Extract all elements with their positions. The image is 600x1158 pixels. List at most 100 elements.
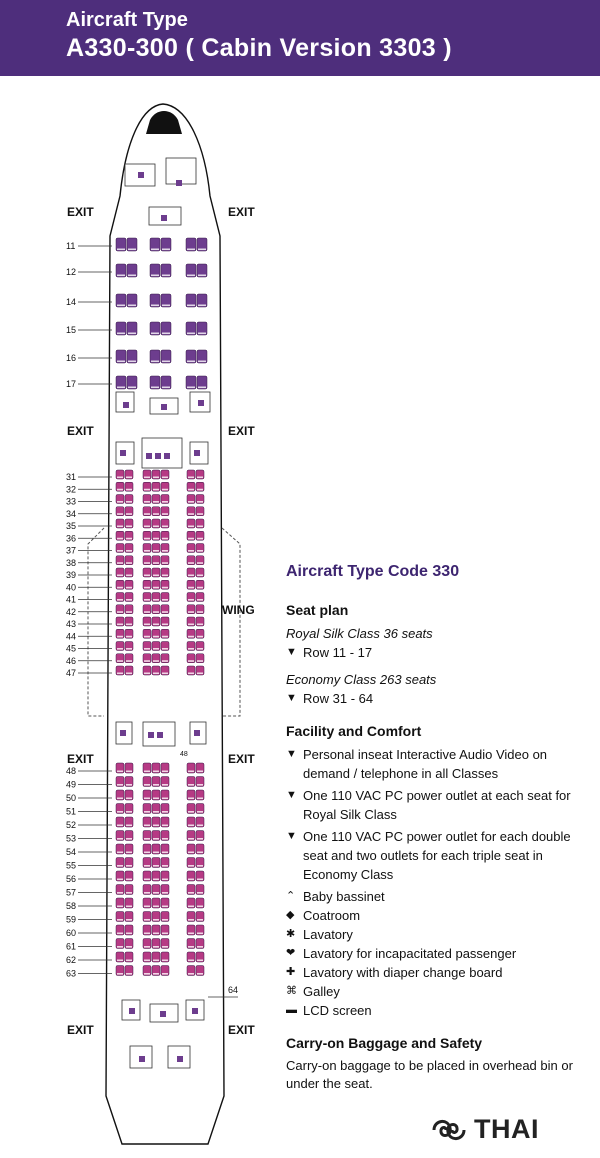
lavatory-icon bbox=[120, 730, 126, 736]
seat-cushion bbox=[117, 501, 123, 503]
row-64-label: 64 bbox=[228, 985, 238, 995]
seat-cushion bbox=[144, 851, 150, 854]
seat bbox=[149, 263, 161, 278]
legend-item-text: Personal inseat Interactive Audio Video … bbox=[303, 747, 548, 781]
seat-cushion bbox=[162, 648, 168, 650]
seat-cushion bbox=[126, 959, 132, 962]
seat-cushion bbox=[153, 537, 159, 540]
seat-cushion bbox=[162, 537, 168, 540]
seat-cushion bbox=[144, 599, 150, 601]
seat-cushion bbox=[153, 973, 159, 975]
seat-cushion bbox=[128, 386, 136, 389]
seat-cushion bbox=[188, 635, 194, 638]
seat-cushion bbox=[126, 635, 132, 638]
seat-cushion bbox=[126, 611, 132, 613]
seat-cushion bbox=[117, 672, 123, 675]
seat-cushion bbox=[162, 248, 170, 251]
seat-cushion bbox=[144, 905, 150, 908]
seat-cushion bbox=[144, 892, 150, 894]
row-number-label: 42 bbox=[66, 607, 76, 617]
seat-cushion bbox=[162, 770, 168, 773]
seat-cushion bbox=[198, 332, 206, 335]
seat-cushion bbox=[126, 488, 132, 491]
seat-cushion bbox=[144, 660, 150, 662]
seat-cushion bbox=[197, 811, 203, 813]
seat-cushion bbox=[197, 476, 203, 479]
exit-label: EXIT bbox=[67, 1023, 94, 1037]
seat-cushion bbox=[153, 784, 159, 786]
seat-cushion bbox=[117, 878, 123, 881]
row-number-label: 38 bbox=[66, 558, 76, 568]
seat-cushion bbox=[144, 797, 150, 800]
seat bbox=[126, 321, 138, 336]
seat-cushion bbox=[188, 611, 194, 613]
legend-item-text: One 110 VAC PC power outlet for each dou… bbox=[303, 829, 571, 882]
seat-cushion bbox=[153, 905, 159, 908]
seat-cushion bbox=[188, 562, 194, 564]
legend-item: ▼Personal inseat Interactive Audio Video… bbox=[286, 745, 586, 783]
seat-cushion bbox=[197, 501, 203, 503]
seat-cushion bbox=[162, 959, 168, 962]
seat-cushion bbox=[162, 599, 168, 601]
seat-cushion bbox=[117, 599, 123, 601]
row-number-label: 44 bbox=[66, 631, 76, 641]
seat-cushion bbox=[153, 648, 159, 650]
baby-bassinet-icon: ⌃ bbox=[286, 890, 296, 902]
seat-cushion bbox=[117, 513, 123, 515]
legend-panel: Aircraft Type Code 330 Seat plan Royal S… bbox=[286, 562, 586, 1093]
row-number-label: 14 bbox=[66, 297, 76, 307]
seat-cushion bbox=[153, 672, 159, 675]
seat-cushion bbox=[117, 919, 123, 921]
aircraft-type-label: Aircraft Type bbox=[66, 9, 188, 31]
seat-cushion bbox=[153, 635, 159, 638]
lavatory-diaper-icon: ✚ bbox=[286, 966, 296, 978]
legend-item-text: One 110 VAC PC power outlet at each seat… bbox=[303, 788, 571, 822]
seat-cushion bbox=[144, 932, 150, 935]
carry-on-text: Carry-on baggage to be placed in overhea… bbox=[286, 1058, 573, 1091]
seat-cushion bbox=[117, 932, 123, 935]
seat bbox=[149, 349, 161, 364]
galley-icon bbox=[161, 215, 167, 221]
seat-cushion bbox=[144, 973, 150, 975]
row-number-label: 55 bbox=[66, 861, 76, 871]
seat-cushion bbox=[144, 648, 150, 650]
seat-cushion bbox=[153, 892, 159, 894]
seat-cushion bbox=[188, 501, 194, 503]
wing-label: WING bbox=[222, 603, 255, 617]
seat-cushion bbox=[197, 878, 203, 881]
seat bbox=[126, 375, 138, 390]
seat bbox=[126, 293, 138, 308]
seat-cushion bbox=[126, 660, 132, 662]
seat-cushion bbox=[117, 946, 123, 948]
row-number-label: 48 bbox=[66, 766, 76, 776]
seat-cushion bbox=[162, 476, 168, 479]
seat-cushion bbox=[117, 838, 123, 840]
seat bbox=[160, 237, 172, 252]
seat-cushion bbox=[197, 574, 203, 577]
seat-cushion bbox=[197, 851, 203, 854]
seat bbox=[115, 263, 127, 278]
seat-cushion bbox=[126, 599, 132, 601]
seat-cushion bbox=[188, 770, 194, 773]
lavatory-icon bbox=[194, 730, 200, 736]
seat-cushion bbox=[117, 648, 123, 650]
seat bbox=[196, 375, 208, 390]
header-banner: Aircraft Type A330-300 ( Cabin Version 3… bbox=[0, 0, 600, 76]
seat-cushion bbox=[128, 274, 136, 277]
exit-label: EXIT bbox=[228, 205, 255, 219]
legend-item: ⌘Galley bbox=[286, 982, 586, 1001]
facility-list: ▼Personal inseat Interactive Audio Video… bbox=[286, 745, 586, 884]
seat-cushion bbox=[162, 851, 168, 854]
seat-cushion bbox=[153, 513, 159, 515]
seat-cushion bbox=[144, 488, 150, 491]
seat-cushion bbox=[126, 797, 132, 800]
royal-silk-class: Royal Silk Class 36 seats bbox=[286, 626, 433, 641]
seat-cushion bbox=[126, 513, 132, 515]
seat-cushion bbox=[188, 550, 194, 552]
row-number-label: 43 bbox=[66, 619, 76, 629]
row-number-label: 56 bbox=[66, 874, 76, 884]
seat-cushion bbox=[126, 574, 132, 577]
seat-cushion bbox=[162, 525, 168, 528]
row-number-label: 37 bbox=[66, 546, 76, 556]
row-number-label: 40 bbox=[66, 582, 76, 592]
